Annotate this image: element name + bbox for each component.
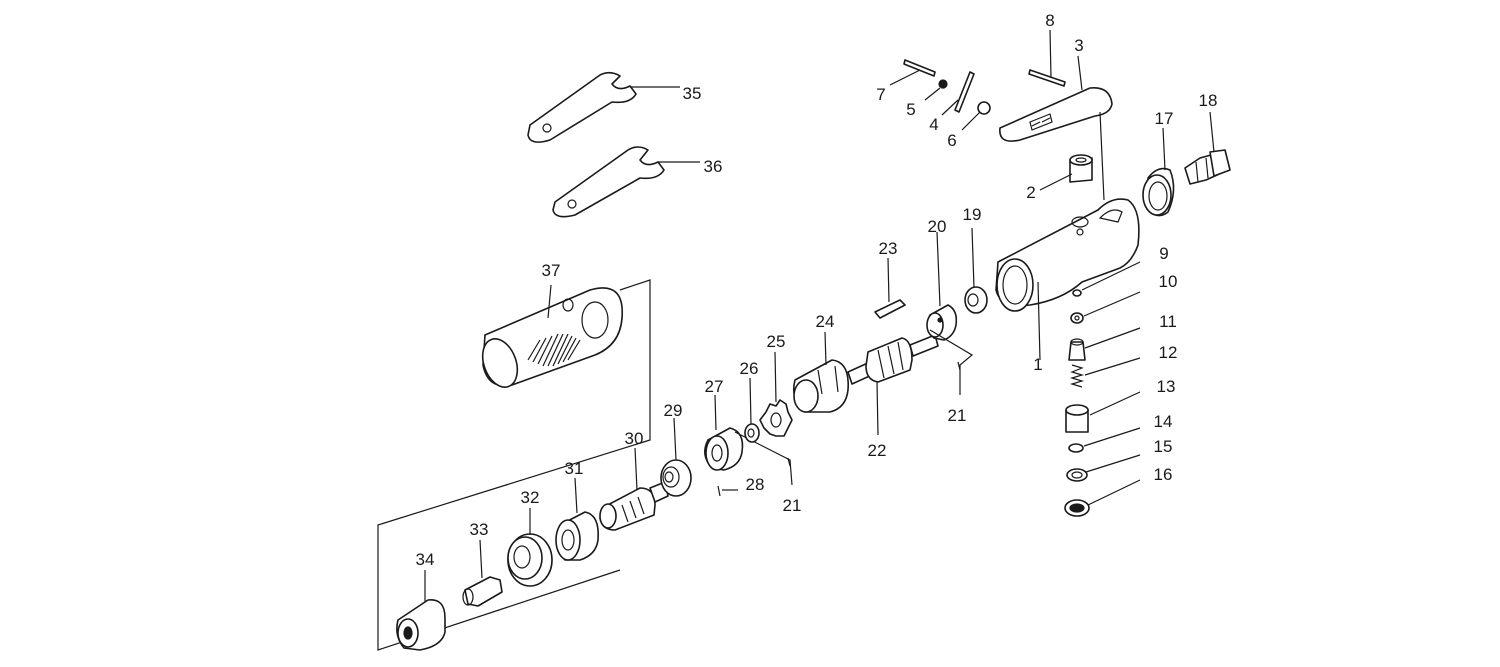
part-4-valve-stem — [941, 71, 975, 116]
part-2-bushing — [1039, 154, 1093, 191]
label-30: 30 — [625, 429, 644, 448]
part-13-valve-bushing — [1065, 391, 1141, 433]
label-19: 19 — [963, 205, 982, 224]
label-25: 25 — [767, 332, 786, 351]
part-29-bearing — [660, 417, 692, 497]
label-9: 9 — [1159, 244, 1168, 263]
part-28-pin — [717, 485, 738, 497]
label-28: 28 — [746, 475, 765, 494]
label-21-lower: 21 — [783, 496, 802, 515]
label-5: 5 — [906, 100, 915, 119]
part-37-grip-sleeve — [481, 284, 623, 388]
label-26: 26 — [740, 359, 759, 378]
label-34: 34 — [416, 550, 435, 569]
part-10-washer — [1070, 291, 1141, 324]
label-13: 13 — [1157, 377, 1176, 396]
part-16-cap — [1064, 479, 1141, 517]
label-16: 16 — [1154, 465, 1173, 484]
part-18-air-inlet — [1184, 111, 1231, 185]
label-12: 12 — [1159, 343, 1178, 362]
part-1-housing — [995, 198, 1140, 361]
part-19-bearing — [964, 227, 988, 314]
label-8: 8 — [1045, 11, 1054, 30]
part-21-pin-upper — [929, 329, 974, 395]
label-1: 1 — [1033, 355, 1042, 374]
part-35-wrench — [527, 71, 680, 143]
label-2: 2 — [1026, 183, 1035, 202]
label-21-upper: 21 — [948, 406, 967, 425]
part-33-collet — [462, 539, 503, 607]
part-11-valve — [1068, 327, 1141, 361]
part-9-o-ring — [1072, 261, 1141, 297]
label-29: 29 — [664, 401, 683, 420]
label-20: 20 — [928, 217, 947, 236]
label-35: 35 — [683, 84, 702, 103]
label-24: 24 — [816, 312, 835, 331]
part-30-spindle — [599, 447, 669, 531]
part-8-pin — [1028, 29, 1066, 87]
label-31: 31 — [565, 459, 584, 478]
label-37: 37 — [542, 261, 561, 280]
part-5-ball — [924, 79, 948, 101]
label-17: 17 — [1155, 109, 1174, 128]
label-18: 18 — [1199, 91, 1218, 110]
label-15: 15 — [1154, 437, 1173, 456]
label-23: 23 — [879, 239, 898, 258]
label-33: 33 — [470, 520, 489, 539]
part-34-collet-nut — [396, 570, 446, 651]
part-25-gear-plate — [759, 351, 793, 437]
part-12-spring — [1069, 357, 1141, 388]
label-22: 22 — [868, 441, 887, 460]
part-23-vane — [874, 257, 906, 319]
part-32-ring-nut — [507, 508, 553, 587]
label-27: 27 — [705, 377, 724, 396]
part-24-cylinder — [792, 331, 849, 413]
part-14-o-ring — [1068, 427, 1141, 453]
part-15-washer — [1066, 454, 1141, 482]
part-36-wrench — [552, 146, 700, 218]
label-4: 4 — [929, 115, 938, 134]
label-11: 11 — [1159, 312, 1177, 331]
label-36: 36 — [704, 157, 723, 176]
part-17-end-cap — [1142, 127, 1175, 217]
label-7: 7 — [876, 85, 885, 104]
part-26-washer — [744, 377, 760, 443]
part-3-lever — [999, 55, 1113, 201]
part-22-rotor — [847, 334, 939, 436]
part-27-bearing-housing — [704, 394, 744, 471]
label-3: 3 — [1074, 36, 1083, 55]
part-20-rear-plate — [926, 231, 958, 341]
part-31-threaded-housing — [555, 477, 600, 561]
part-6-spring — [961, 101, 991, 131]
label-10: 10 — [1159, 272, 1178, 291]
label-14: 14 — [1154, 412, 1173, 431]
label-32: 32 — [521, 488, 540, 507]
part-7-pin — [889, 59, 936, 86]
label-6: 6 — [947, 131, 956, 150]
